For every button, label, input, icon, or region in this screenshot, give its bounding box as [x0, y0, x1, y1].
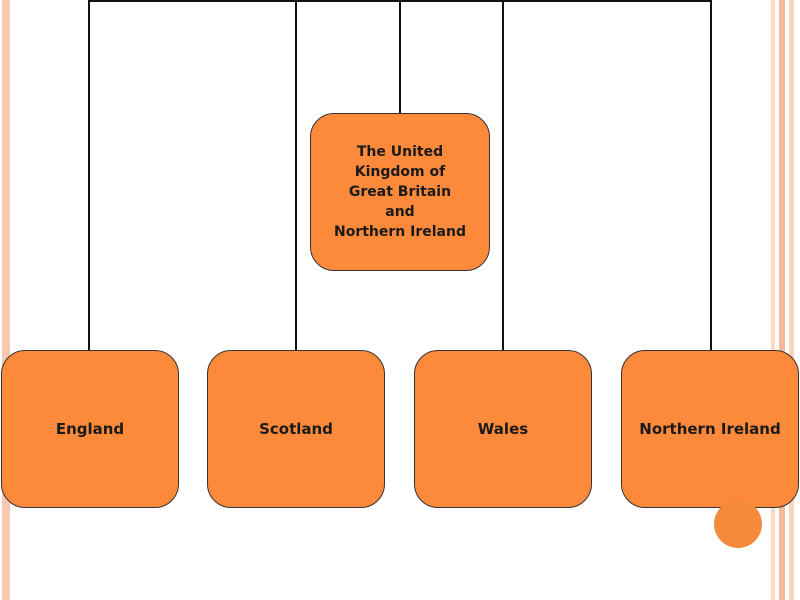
decorative-stripe-right: [779, 0, 785, 600]
decorative-circle: [714, 500, 762, 548]
root-node-label: The United Kingdom of Great Britain and …: [334, 144, 466, 240]
child-node-label: Northern Ireland: [639, 420, 781, 438]
child-node-northern-ireland: Northern Ireland: [621, 350, 799, 508]
decorative-stripe-left: [2, 0, 10, 600]
child-node-england: England: [1, 350, 179, 508]
root-node: The United Kingdom of Great Britain and …: [310, 113, 490, 271]
decorative-stripe-right: [789, 0, 794, 600]
child-node-label: Wales: [477, 420, 529, 438]
child-node-scotland: Scotland: [207, 350, 385, 508]
decorative-stripe-right: [771, 0, 775, 600]
child-node-label: England: [55, 420, 125, 438]
child-node-wales: Wales: [414, 350, 592, 508]
child-node-label: Scotland: [259, 420, 333, 438]
